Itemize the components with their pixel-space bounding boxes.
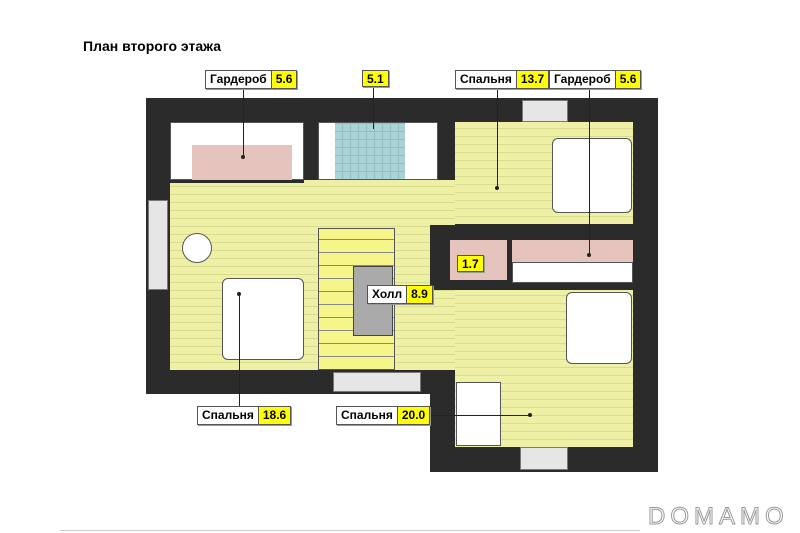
leader-dot [528,413,532,417]
leader-line [243,87,244,157]
room-area: 13.7 [515,71,549,88]
room-area: 20.0 [396,407,430,424]
leader-dot [587,253,591,257]
bathroom-tiles [335,123,405,179]
leader-line [373,87,374,129]
window-left [148,200,168,290]
leader-line [239,294,240,407]
room-area: 18.6 [257,407,291,424]
leader-dot [495,186,499,190]
room-name: Спальня [341,408,393,422]
leader-dot [237,292,241,296]
wardrobe-left-floor [192,145,292,180]
room-wardrobe-right [512,240,633,262]
room-area: 5.6 [270,71,297,88]
page-title: План второго этажа [83,38,221,54]
wardrobe-right-hangers [512,262,633,283]
leader-line [497,87,498,187]
room-area: 8.9 [406,286,432,303]
bed-13-7 [552,138,632,213]
room-area: 1.7 [457,255,484,272]
label-bathroom: 5.1 [362,70,389,87]
leader-line [419,415,529,416]
label-wardrobe-1-7: 1.7 [457,255,484,272]
room-name: Холл [372,287,403,301]
desk [456,382,501,446]
window-bottom [520,447,568,470]
room-name: Спальня [202,408,254,422]
room-name: Гардероб [554,72,611,86]
leader-line [589,87,590,255]
table-round [182,233,212,263]
room-area: 5.1 [362,70,389,87]
bed-20-0 [566,292,632,364]
bed-18-6 [222,278,304,360]
leader-dot [241,155,245,159]
window-top [522,100,568,122]
room-name: Гардероб [210,72,267,86]
room-name: Спальня [460,72,512,86]
footer-divider [60,530,640,531]
room-area: 5.6 [614,71,641,88]
window-hall [333,372,421,392]
watermark-logo: DOMAMO [648,503,789,531]
